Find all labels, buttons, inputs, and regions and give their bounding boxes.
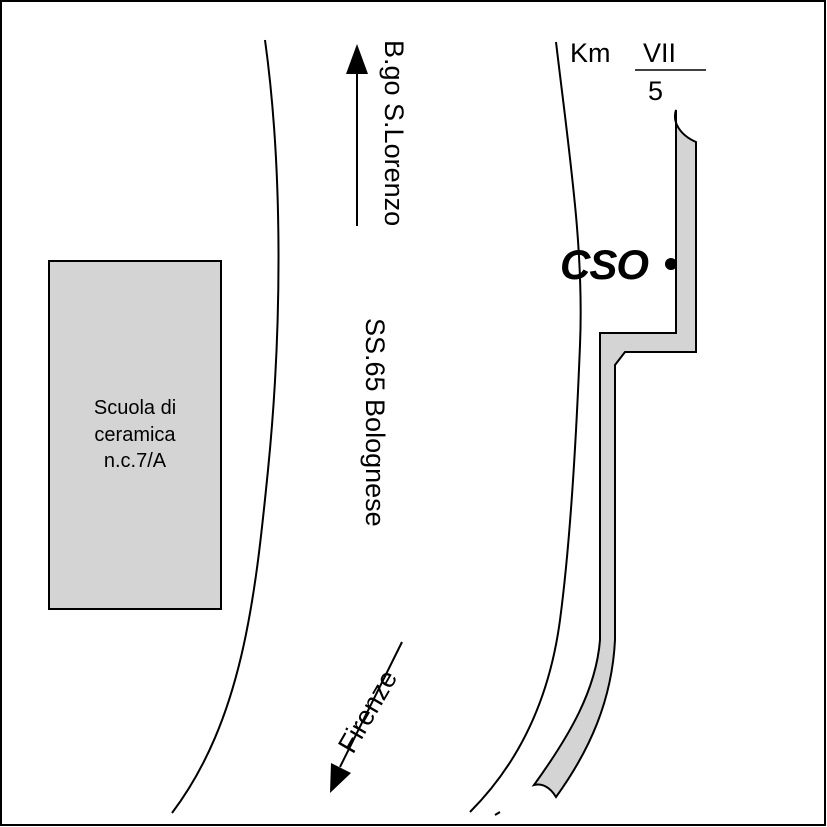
school-label-line: ceramica (94, 423, 176, 446)
bottom-tick (494, 811, 501, 816)
borgo-direction-label: B.go S.Lorenzo (379, 40, 409, 227)
road-left-edge (171, 39, 280, 814)
road-name-label: SS.65 Bolognese (360, 318, 390, 527)
km-fraction-label: 5 (648, 76, 664, 106)
road-right-edge (469, 41, 582, 813)
station-dot-icon (665, 258, 677, 270)
arrow-up-icon (346, 44, 368, 226)
school-building (48, 260, 222, 610)
arrow-down-left-icon (330, 641, 403, 793)
side-path (531, 109, 697, 799)
school-label-line: n.c.7/A (103, 450, 167, 473)
km-prefix-label: Km (570, 38, 611, 68)
km-numeral-label: VII (643, 38, 677, 68)
school-label: Scuola di ceramica n.c.7/A (49, 395, 221, 475)
station-code-label: CSO (560, 241, 649, 288)
school-label-line: Scuola di (93, 397, 177, 419)
